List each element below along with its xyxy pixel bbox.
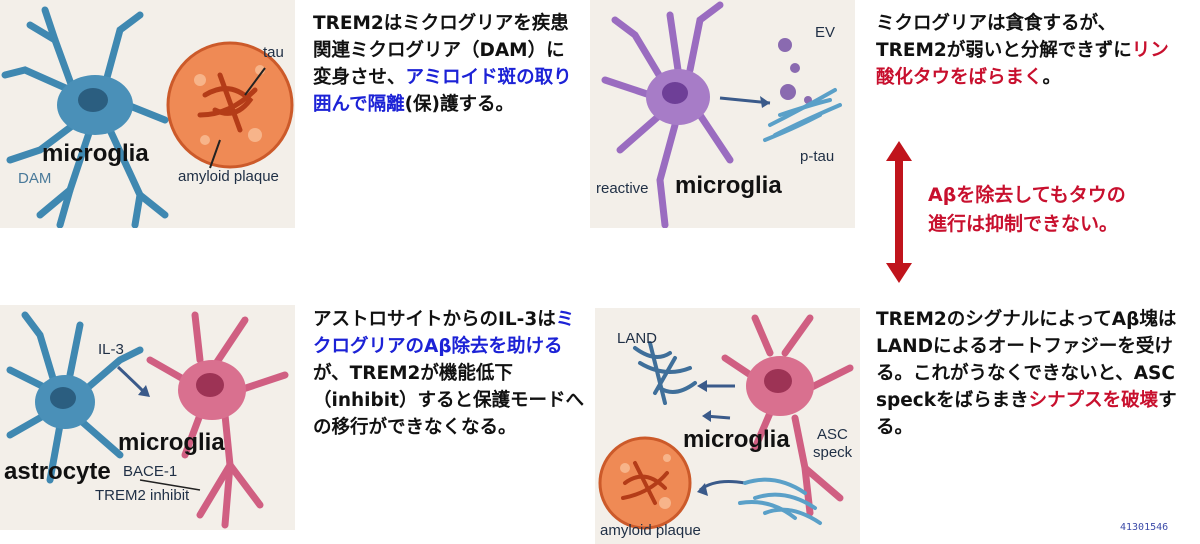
center-note: Aβを除去してもタウの進行は抑制できない。 xyxy=(928,184,1126,235)
caption-dam-text: TREM2はミクログリアを疾患関連ミクログリア（DAM）に変身させ、 xyxy=(313,13,569,88)
caption-reactive-highlight: リン酸化タウをばらまく xyxy=(876,40,1169,88)
tau-label: tau xyxy=(263,44,284,61)
microglia-label: microglia xyxy=(42,140,149,167)
caption-astrocyte: アストロサイトからのIL-3はミクログリアのAβ除去を助けるが、TREM2が機能… xyxy=(313,306,585,441)
amyloid-plaque-label-2: amyloid plaque xyxy=(600,522,701,539)
microglia-label-4: microglia xyxy=(683,426,790,453)
caption-land-text: TREM2のシグナルによってAβ塊はLANDによるオートファジーを受ける。これが… xyxy=(876,309,1177,411)
panel-land-autophagy: LAND microglia ASC speck amyloid plaque xyxy=(595,308,860,544)
panel-dam-microglia: tau DAM microglia amyloid plaque xyxy=(0,0,295,228)
caption-reactive: ミクログリアは貪食するが、TREM2が弱いと分解できずにリン酸化タウをばらまく。 xyxy=(876,10,1184,91)
speck-label: speck xyxy=(813,444,853,461)
figure-id: 41301546 xyxy=(1120,522,1169,533)
bace1-label: BACE-1 xyxy=(123,463,178,480)
caption-land: TREM2のシグナルによってAβ塊はLANDによるオートファジーを受ける。これが… xyxy=(876,306,1188,441)
double-arrow-icon xyxy=(886,141,912,283)
caption-dam-end: (保)護する。 xyxy=(404,94,514,115)
caption-land-highlight: シナプスを破壊 xyxy=(1028,390,1159,411)
land-label: LAND xyxy=(617,330,658,347)
caption-astrocyte-end: が、TREM2が機能低下（inhibit）すると保護モードへの移行ができなくなる… xyxy=(313,363,584,438)
caption-dam: TREM2はミクログリアを疾患関連ミクログリア（DAM）に変身させ、アミロイド斑… xyxy=(313,10,575,118)
reactive-illustration xyxy=(601,1,842,228)
land-illustration xyxy=(598,314,854,530)
caption-astrocyte-highlight: ミクログリアのAβ除去を助ける xyxy=(313,309,575,357)
reactive-label: reactive xyxy=(596,180,649,197)
caption-land-end: する。 xyxy=(876,390,1177,438)
caption-reactive-end: 。 xyxy=(1042,67,1062,88)
p-tau-fibrils xyxy=(763,88,842,142)
ev-label: EV xyxy=(815,24,836,41)
astrocyte-label: astrocyte xyxy=(4,458,111,485)
astrocyte-illustration xyxy=(6,311,289,529)
caption-dam-highlight: アミロイド斑の取り囲んで隔離 xyxy=(313,67,572,115)
panel-astrocyte-il3: IL-3 microglia astrocyte BACE-1 TREM2 in… xyxy=(0,305,295,530)
land-fibrils xyxy=(633,341,697,405)
caption-astrocyte-text: アストロサイトからのIL-3は xyxy=(313,309,556,330)
ev-vesicles xyxy=(778,38,812,104)
microglia-label-2: microglia xyxy=(675,172,782,199)
panel-reactive-microglia: EV p-tau reactive microglia xyxy=(590,0,855,228)
p-tau-label: p-tau xyxy=(800,148,835,165)
amyloid-plaque-label: amyloid plaque xyxy=(178,168,279,185)
asc-label: ASC xyxy=(817,426,848,443)
trem2-inhibit-label: TREM2 inhibit xyxy=(95,487,190,504)
caption-reactive-text: ミクログリアは貪食するが、TREM2が弱いと分解できずに xyxy=(876,13,1132,61)
il3-label: IL-3 xyxy=(98,341,124,358)
dam-illustration xyxy=(1,6,294,228)
microglia-label-3: microglia xyxy=(118,429,225,456)
tau-tangle xyxy=(197,72,258,133)
dam-label: DAM xyxy=(18,170,52,187)
